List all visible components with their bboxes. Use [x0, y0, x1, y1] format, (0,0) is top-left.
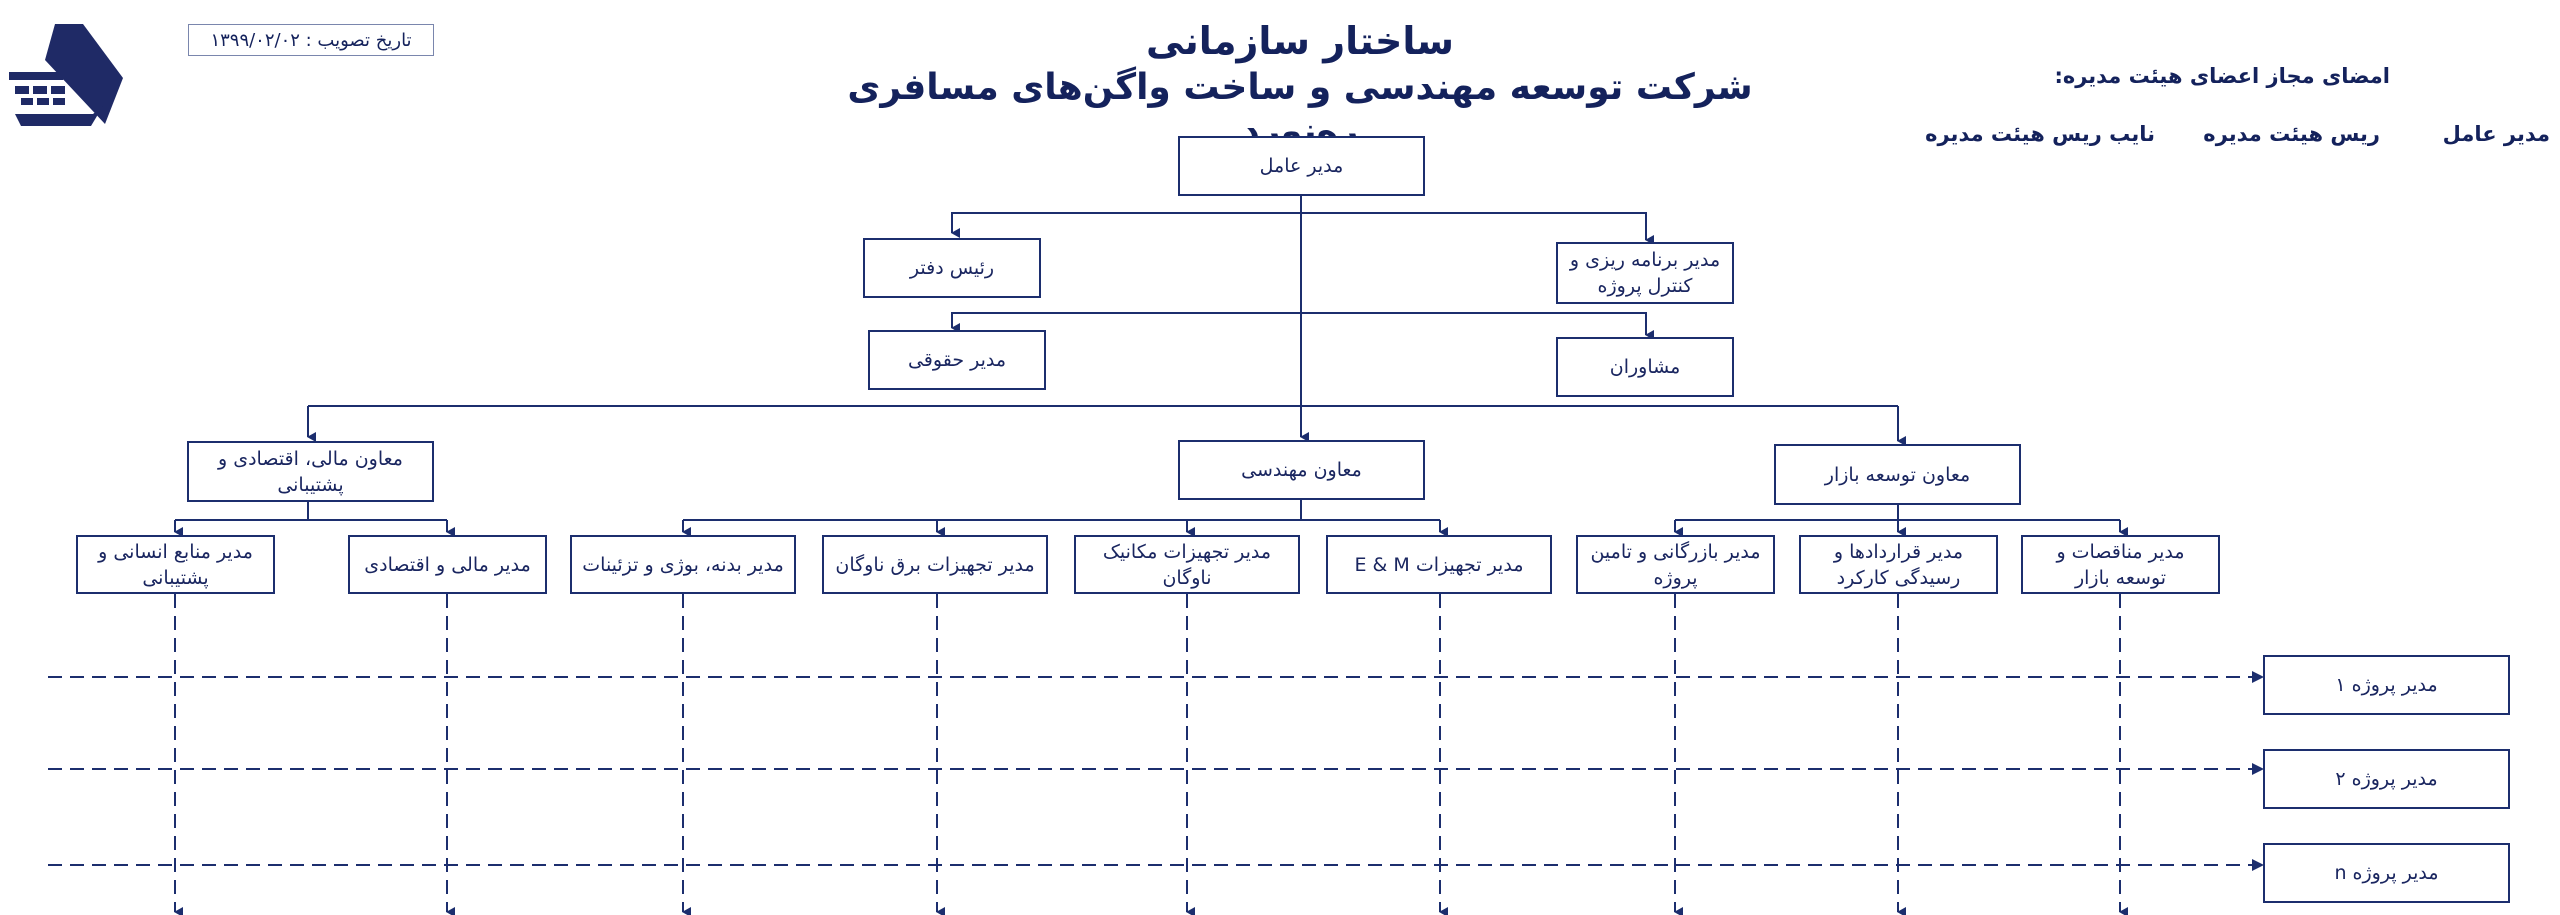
- ceo-box: مدیر عامل: [1178, 136, 1425, 196]
- manager-commercial-box: مدیر بازرگانی و تامین پروژه: [1576, 535, 1775, 594]
- manager-em-box: مدیر تجهیزات E & M: [1326, 535, 1552, 594]
- deputy-market-box: معاون توسعه بازار: [1774, 444, 2021, 505]
- approval-date: تاریخ تصویب : ۱۳۹۹/۰۲/۰۲: [188, 24, 434, 56]
- signature-vice-chairman: نایب ریس هیئت مدیره: [1925, 122, 2155, 146]
- manager-hr-box: مدیر منابع انسانی و پشتیبانی: [76, 535, 275, 594]
- company-logo-icon: [9, 24, 123, 126]
- deputy-engineering-box: معاون مهندسی: [1178, 440, 1425, 500]
- deputy-finance-box: معاون مالی، اقتصادی و پشتیبانی: [187, 441, 434, 502]
- project-manager-1-box: مدیر پروژه ۱: [2263, 655, 2510, 715]
- signatures-title: امضای مجاز اعضای هیئت مدیره:: [2054, 64, 2390, 88]
- manager-electrical-box: مدیر تجهیزات برق ناوگان: [822, 535, 1048, 594]
- signature-ceo: مدیر عامل: [2442, 122, 2550, 146]
- project-manager-n-box: مدیر پروژه n: [2263, 843, 2510, 903]
- signature-chairman: ریس هیئت مدیره: [2203, 122, 2380, 146]
- page-title: ساختار سازمانی: [1146, 19, 1454, 63]
- project-manager-2-box: مدیر پروژه ۲: [2263, 749, 2510, 809]
- planning-manager-box: مدیر برنامه ریزی و کنترل پروژه: [1556, 242, 1734, 304]
- manager-finance-box: مدیر مالی و اقتصادی: [348, 535, 547, 594]
- advisors-box: مشاوران: [1556, 337, 1734, 397]
- manager-mechanical-box: مدیر تجهیزات مکانیک ناوگان: [1074, 535, 1300, 594]
- legal-manager-box: مدیر حقوقی: [868, 330, 1046, 390]
- office-head-box: رئیس دفتر: [863, 238, 1041, 298]
- manager-tenders-box: مدیر مناقصات و توسعه بازار: [2021, 535, 2220, 594]
- manager-contracts-box: مدیر قراردادها و رسیدگی کارکرد: [1799, 535, 1998, 594]
- manager-body-bogie-box: مدیر بدنه، بوژی و تزئینات: [570, 535, 796, 594]
